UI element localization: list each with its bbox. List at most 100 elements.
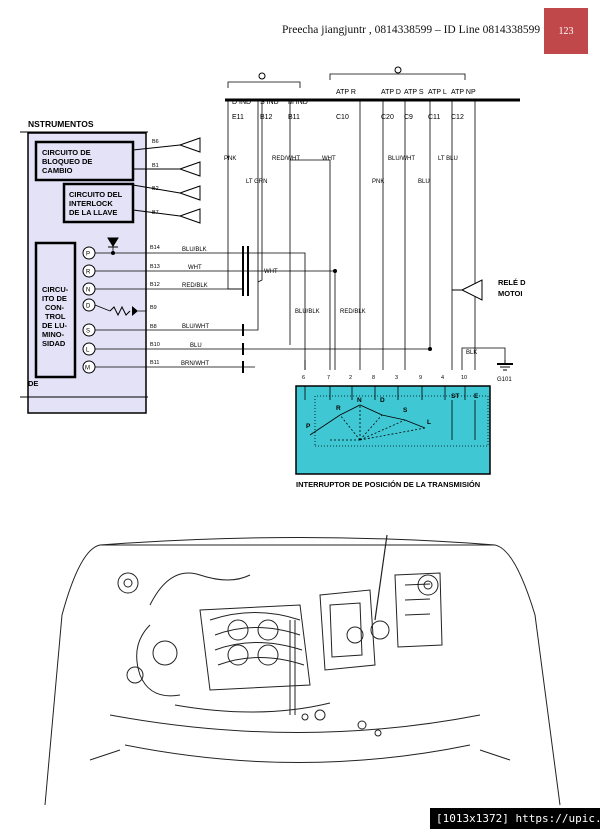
svg-text:WHT: WHT — [322, 156, 336, 162]
svg-text:B9: B9 — [150, 305, 157, 311]
box-bloqueo-l1: CIRCUITO DE — [42, 148, 91, 157]
svg-text:10: 10 — [461, 375, 467, 381]
svg-text:S: S — [403, 407, 408, 414]
svg-text:C9: C9 — [404, 114, 413, 121]
relay-symbol — [460, 279, 483, 301]
svg-text:E: E — [474, 393, 479, 400]
top-label-atp-s: ATP S C9 — [404, 89, 424, 121]
box-interlock-l1: CIRCUITO DEL — [69, 190, 123, 199]
top-label-atp-r: ATP R C10 — [336, 89, 356, 121]
svg-text:SIDAD: SIDAD — [42, 339, 66, 348]
svg-text:C20: C20 — [381, 114, 394, 121]
svg-text:B2: B2 — [152, 186, 159, 192]
svg-text:L: L — [427, 419, 431, 426]
gear-circle-n: N — [82, 282, 96, 296]
svg-text:RED/BLK: RED/BLK — [182, 283, 208, 289]
header-text: Preecha jiangjuntr , 0814338599 – ID Lin… — [282, 24, 541, 36]
bulb-pins: B6 B1 B2 B7 — [152, 139, 159, 216]
svg-text:BLU/BLK: BLU/BLK — [295, 309, 320, 315]
fuse-box — [394, 572, 443, 648]
gear-circle-s: S — [82, 323, 96, 337]
rele-label-1: RELÉ D — [498, 278, 526, 287]
strut-mount-right — [417, 574, 439, 596]
box-bloqueo-l2: BLOQUEO DE — [42, 157, 92, 166]
svg-text:9: 9 — [419, 375, 422, 381]
svg-text:S IND: S IND — [260, 99, 279, 106]
svg-text:N: N — [86, 288, 90, 294]
transmission-switch — [295, 385, 491, 475]
svg-text:R: R — [86, 270, 91, 276]
svg-text:C12: C12 — [451, 114, 464, 121]
svg-text:7: 7 — [327, 375, 330, 381]
svg-text:ATP R: ATP R — [336, 89, 356, 96]
section-title: NSTRUMENTOS — [28, 119, 94, 129]
diode-small — [132, 306, 138, 316]
svg-text:TROL: TROL — [45, 312, 66, 321]
svg-text:P: P — [86, 252, 90, 258]
svg-text:RED/WHT: RED/WHT — [272, 156, 300, 162]
svg-text:D: D — [380, 397, 385, 404]
svg-text:4: 4 — [441, 375, 444, 381]
box-bloqueo — [34, 140, 135, 182]
svg-text:LT GRN: LT GRN — [246, 179, 267, 185]
de-label: DE — [28, 379, 38, 388]
svg-text:DE LU-: DE LU- — [42, 321, 68, 330]
svg-text:RED/BLK: RED/BLK — [340, 309, 366, 315]
strut-mount-left — [117, 572, 139, 594]
svg-text:B14: B14 — [150, 245, 160, 251]
svg-text:C10: C10 — [336, 114, 349, 121]
switch-letters: P R N D S L ST E — [306, 393, 479, 430]
svg-text:LT BLU: LT BLU — [438, 156, 458, 162]
svg-text:N: N — [357, 397, 362, 404]
svg-text:ATP L: ATP L — [428, 89, 447, 96]
box-interlock — [62, 182, 135, 224]
wire-labels-top: PNK RED/WHT WHT BLU/WHT LT BLU LT GRN PN… — [224, 156, 458, 185]
svg-text:BLU/BLK: BLU/BLK — [182, 247, 207, 253]
svg-text:B13: B13 — [150, 264, 160, 270]
svg-text:PNK: PNK — [224, 156, 236, 162]
footer-bar: [1013x1372] https://upic.me/ — [430, 808, 600, 829]
bulb — [178, 161, 201, 177]
ground-symbol — [497, 360, 513, 371]
bus-bracket-right — [329, 73, 466, 80]
svg-text:BLU/WHT: BLU/WHT — [388, 156, 415, 162]
svg-text:CIRCU-: CIRCU- — [42, 285, 69, 294]
svg-text:ATP NP: ATP NP — [451, 89, 476, 96]
wire-labels-left: BLU/BLK WHT RED/BLK BLU/WHT BLU BRN/WHT — [181, 247, 209, 367]
svg-text:3: 3 — [395, 375, 398, 381]
svg-text:B11: B11 — [150, 360, 159, 366]
box-luminosidad — [34, 241, 77, 379]
svg-text:MINO-: MINO- — [42, 330, 65, 339]
svg-text:ITO DE: ITO DE — [42, 294, 67, 303]
resistor — [109, 305, 131, 317]
svg-text:BLU/WHT: BLU/WHT — [182, 324, 209, 330]
rele-label-2: MOTOI — [498, 289, 522, 298]
bulb — [178, 137, 201, 153]
box-bloqueo-l3: CAMBIO — [42, 166, 73, 175]
svg-text:B8: B8 — [150, 324, 157, 330]
svg-text:E11: E11 — [232, 114, 244, 121]
svg-text:ATP S: ATP S — [404, 89, 424, 96]
svg-text:2: 2 — [349, 375, 352, 381]
svg-text:PNK: PNK — [372, 179, 384, 185]
svg-text:B7: B7 — [152, 210, 159, 216]
footer-text: [1013x1372] https://upic.me/ — [436, 812, 600, 825]
svg-text:CON-: CON- — [45, 303, 65, 312]
switch-title: INTERRUPTOR DE POSICIÓN DE LA TRANSMISIÓ… — [296, 480, 480, 489]
connector-bars — [242, 246, 249, 373]
svg-text:M IND: M IND — [288, 99, 308, 106]
svg-text:M: M — [85, 366, 90, 372]
engine-bay-illustration — [44, 535, 561, 806]
svg-text:ST: ST — [451, 393, 459, 400]
svg-text:C11: C11 — [428, 114, 440, 121]
gear-circle-d: D — [82, 298, 96, 312]
svg-text:8: 8 — [372, 375, 375, 381]
svg-text:BLK: BLK — [466, 350, 477, 356]
svg-text:B6: B6 — [152, 139, 159, 145]
